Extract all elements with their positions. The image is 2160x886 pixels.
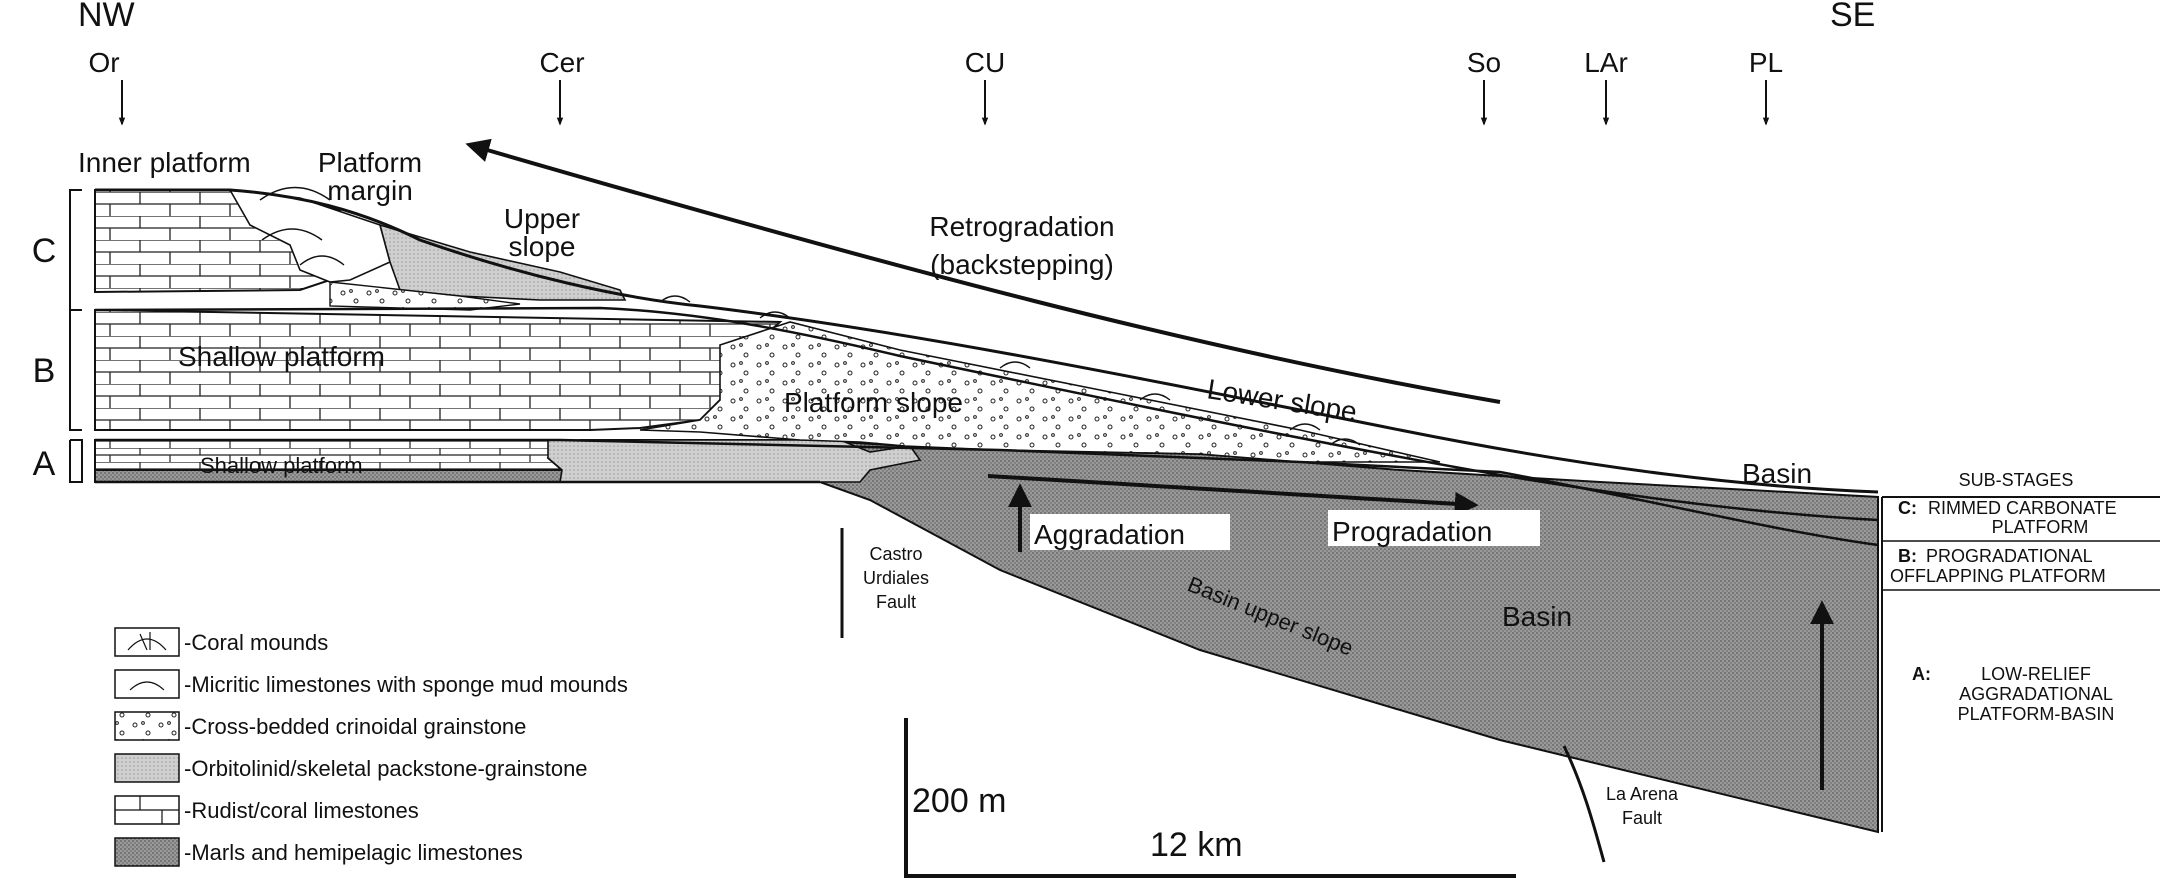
- legend-label: -Cross-bedded crinoidal grainstone: [184, 714, 526, 739]
- locality-cer: Cer: [539, 47, 584, 78]
- substage-c-line2: PLATFORM: [1992, 517, 2089, 537]
- locality-cu: CU: [965, 47, 1005, 78]
- substage-b-code: B:: [1898, 546, 1917, 566]
- legend-item-coral-mounds: -Coral mounds: [114, 627, 328, 657]
- label-upper-slope-2: slope: [509, 231, 576, 262]
- label-progradation: Progradation: [1332, 516, 1492, 547]
- locality-lar: LAr: [1584, 47, 1628, 78]
- substage-b-line1: PROGRADATIONAL: [1926, 546, 2093, 566]
- legend-item-orbitolinid-packstone: -Orbitolinid/skeletal packstone-grainsto…: [114, 753, 588, 783]
- label-basin-top: Basin: [1742, 458, 1812, 489]
- label-retrogradation-1: Retrogradation: [929, 211, 1114, 242]
- castro-fault-1: Castro: [869, 544, 922, 564]
- castro-fault-2: Urdiales: [863, 568, 929, 588]
- substage-c-line1: RIMMED CARBONATE: [1928, 498, 2117, 518]
- legend-item-micritic-limestones: -Micritic limestones with sponge mud mou…: [114, 669, 628, 699]
- sequence-c-label: C: [32, 232, 57, 270]
- substage-a-line3: PLATFORM-BASIN: [1958, 704, 2115, 724]
- substage-a-line2: AGGRADATIONAL: [1959, 684, 2113, 704]
- legend-item-marls: -Marls and hemipelagic limestones: [114, 837, 523, 867]
- legend-label: -Coral mounds: [184, 630, 328, 655]
- label-platform-margin-1: Platform: [318, 147, 422, 178]
- label-shallow-platform-a: Shallow platform: [200, 453, 363, 478]
- aggradation-label-bg: [1030, 514, 1230, 550]
- sequence-a-label: A: [33, 445, 56, 483]
- locality-markers: Or Cer CU So LAr PL: [88, 47, 1783, 126]
- label-platform-slope: Platform slope: [784, 387, 963, 418]
- sequence-b-label: B: [33, 352, 56, 390]
- compass-se: SE: [1830, 0, 1875, 34]
- substage-a-line1: LOW-RELIEF: [1981, 664, 2091, 684]
- faults: Castro Urdiales Fault La Arena Fault: [840, 528, 1679, 863]
- legend-label: -Micritic limestones with sponge mud mou…: [184, 672, 628, 697]
- locality-so: So: [1467, 47, 1501, 78]
- arena-fault-2: Fault: [1622, 808, 1662, 828]
- legend-item-crinoidal-grainstone: -Cross-bedded crinoidal grainstone: [114, 711, 526, 741]
- locality-or: Or: [88, 47, 119, 78]
- legend: -Coral mounds -Micritic limestones with …: [114, 627, 628, 867]
- label-platform-margin-2: margin: [327, 175, 413, 206]
- label-upper-slope-1: Upper: [504, 203, 580, 234]
- scale-bar: 200 m 12 km: [904, 718, 1516, 878]
- label-shallow-platform-b: Shallow platform: [178, 341, 385, 372]
- arena-fault-1: La Arena: [1606, 784, 1679, 804]
- scale-vertical: 200 m: [912, 782, 1007, 820]
- castro-fault-3: Fault: [876, 592, 916, 612]
- legend-label: -Marls and hemipelagic limestones: [184, 840, 523, 865]
- label-inner-platform: Inner platform: [78, 147, 251, 178]
- legend-item-rudist-coral-limestones: -Rudist/coral limestones: [114, 795, 419, 825]
- sequence-brackets: C B A: [32, 189, 83, 483]
- progradation-label-bg: [1328, 510, 1540, 546]
- legend-label: -Rudist/coral limestones: [184, 798, 419, 823]
- label-retrogradation-2: (backstepping): [930, 249, 1114, 280]
- locality-pl: PL: [1749, 47, 1783, 78]
- legend-label: -Orbitolinid/skeletal packstone-grainsto…: [184, 756, 588, 781]
- substage-c-code: C:: [1898, 498, 1917, 518]
- compass-nw: NW: [78, 0, 135, 34]
- substages-title: SUB-STAGES: [1959, 470, 2074, 490]
- substage-b-line2: OFFLAPPING PLATFORM: [1890, 566, 2106, 586]
- substage-a-code: A:: [1912, 664, 1931, 684]
- label-aggradation: Aggradation: [1034, 519, 1185, 550]
- label-basin-lower: Basin: [1502, 601, 1572, 632]
- substages-table: SUB-STAGES C: RIMMED CARBONATE PLATFORM …: [1881, 470, 2160, 832]
- scale-horizontal: 12 km: [1150, 826, 1243, 864]
- process-arrows: Retrogradation (backstepping) Aggradatio…: [465, 138, 1834, 790]
